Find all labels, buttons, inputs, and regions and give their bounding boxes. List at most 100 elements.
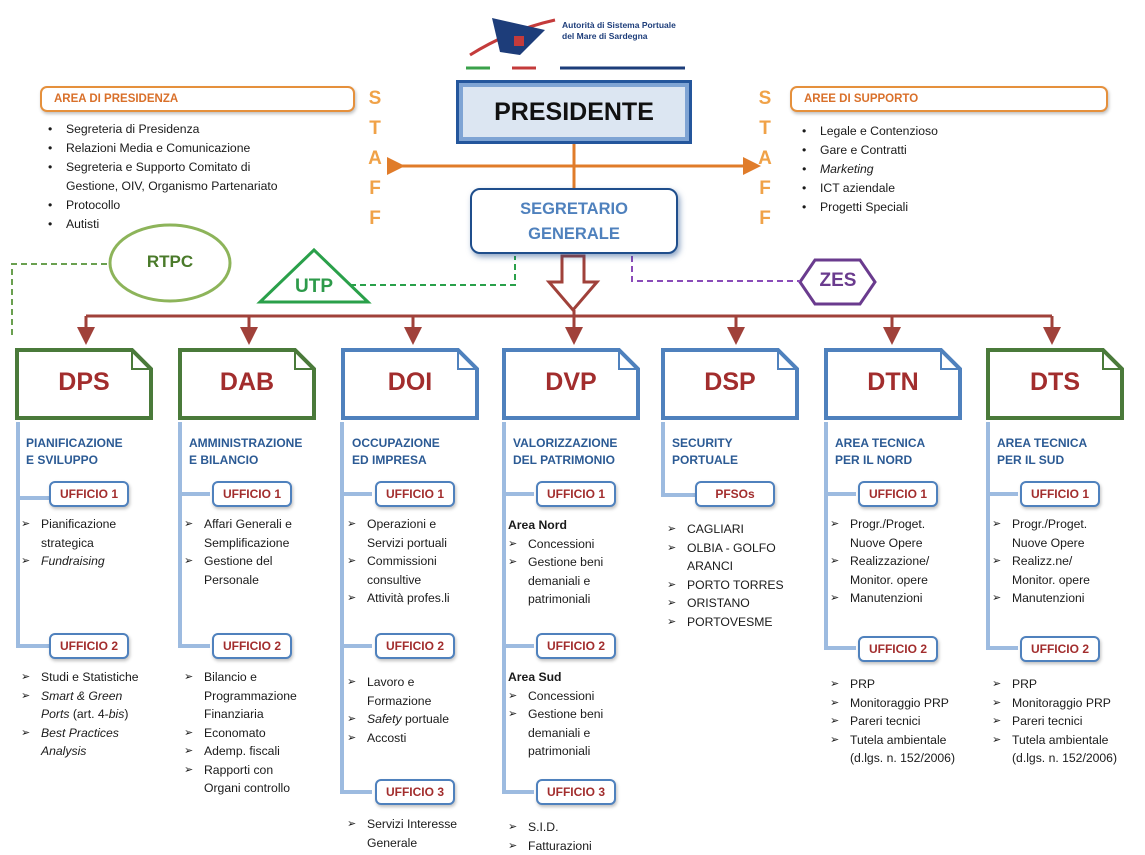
dept-code: DTS bbox=[1030, 368, 1080, 396]
presidente-box: PRESIDENTE bbox=[456, 80, 692, 144]
staff-letter: F bbox=[364, 174, 386, 204]
staff-letter: F bbox=[364, 204, 386, 234]
list-item: PORTO TORRES bbox=[667, 576, 817, 595]
list-item: Realizz.ne/ bbox=[992, 552, 1142, 571]
list-item: Monitoraggio PRP bbox=[830, 694, 980, 713]
dept-code: DTN bbox=[867, 368, 918, 396]
ufficio-box: UFFICIO 3 bbox=[375, 779, 455, 805]
list-item: Gestione beni bbox=[508, 553, 658, 572]
dept-subtitle-line: DEL PATRIMONIO bbox=[513, 452, 617, 469]
dept-code: DAB bbox=[220, 368, 274, 396]
list-item: Rapporti con bbox=[184, 761, 334, 780]
staff-letter: A bbox=[364, 144, 386, 174]
dept-box-dvp: DVP bbox=[501, 347, 641, 421]
list-item: Monitoraggio PRP bbox=[992, 694, 1142, 713]
ufficio-box: PFSOs bbox=[695, 481, 775, 507]
dept-subtitle-line: PORTUALE bbox=[672, 452, 738, 469]
list-item: Progr./Proget. bbox=[992, 515, 1142, 534]
list-item: Studi e Statistiche bbox=[21, 668, 171, 687]
dept-code: DOI bbox=[388, 368, 432, 396]
ufficio-items: Progr./Proget.Nuove OpereRealizzazione/M… bbox=[830, 515, 980, 608]
zes-label: ZES bbox=[808, 270, 868, 292]
list-item: Nuove Opere bbox=[992, 534, 1142, 553]
list-item: Generale bbox=[347, 834, 497, 853]
list-item: ORISTANO bbox=[667, 594, 817, 613]
ufficio-box: UFFICIO 1 bbox=[212, 481, 292, 507]
list-item: Gestione del bbox=[184, 552, 334, 571]
presidente-label: PRESIDENTE bbox=[494, 98, 654, 126]
list-item: Marketing bbox=[794, 160, 938, 179]
list-item: Segreteria di Presidenza bbox=[40, 120, 278, 139]
list-item: Realizzazione/ bbox=[830, 552, 980, 571]
ufficio-items: Progr./Proget.Nuove OpereRealizz.ne/Moni… bbox=[992, 515, 1142, 608]
list-item: Formazione bbox=[347, 692, 497, 711]
list-item: Economato bbox=[184, 724, 334, 743]
list-item: Bilancio e bbox=[184, 668, 334, 687]
dept-box-doi: DOI bbox=[340, 347, 480, 421]
list-item: Operazioni e bbox=[347, 515, 497, 534]
dept-subtitle-line: PIANIFICAZIONE bbox=[26, 435, 123, 452]
ufficio-box: UFFICIO 2 bbox=[49, 633, 129, 659]
list-item: Best Practices bbox=[21, 724, 171, 743]
list-item: Programmazione bbox=[184, 687, 334, 706]
ufficio-box: UFFICIO 2 bbox=[536, 633, 616, 659]
segretario-line-1: SEGRETARIO bbox=[472, 197, 676, 222]
dept-subtitle-line: AMMINISTRAZIONE bbox=[189, 435, 302, 452]
list-item: CAGLIARI bbox=[667, 520, 817, 539]
dept-subtitle-line: AREA TECNICA bbox=[835, 435, 925, 452]
dept-code: DSP bbox=[704, 368, 755, 396]
list-item: patrimoniali bbox=[508, 590, 658, 609]
list-item: Concessioni bbox=[508, 687, 658, 706]
segretario-line-2: GENERALE bbox=[472, 222, 676, 247]
logo-line-1: Autorità di Sistema Portuale bbox=[562, 20, 676, 31]
list-item: OLBIA - GOLFO bbox=[667, 539, 817, 558]
dept-code: DPS bbox=[58, 368, 109, 396]
ufficio-box: UFFICIO 2 bbox=[1020, 636, 1100, 662]
list-item: Gestione, OIV, Organismo Partenariato bbox=[40, 177, 278, 196]
list-item: S.I.D. bbox=[508, 818, 658, 837]
dept-subtitle-line: VALORIZZAZIONE bbox=[513, 435, 617, 452]
list-item: Autisti bbox=[40, 215, 278, 234]
dept-subtitle-line: AREA TECNICA bbox=[997, 435, 1087, 452]
list-item: Protocollo bbox=[40, 196, 278, 215]
list-item: Smart & Green bbox=[21, 687, 171, 706]
ufficio-box: UFFICIO 2 bbox=[858, 636, 938, 662]
ufficio-items: Lavoro eFormazioneSafety portualeAccosti bbox=[347, 673, 497, 747]
segretario-box: SEGRETARIO GENERALE bbox=[470, 188, 678, 254]
list-item: Pareri tecnici bbox=[992, 712, 1142, 731]
list-item: Personale bbox=[184, 571, 334, 590]
list-item: ARANCI bbox=[667, 557, 817, 576]
ufficio-box: UFFICIO 1 bbox=[858, 481, 938, 507]
aree-supporto-box: AREE DI SUPPORTO bbox=[790, 86, 1108, 112]
list-item: Servizi Interesse bbox=[347, 815, 497, 834]
dept-subtitle-line: PER IL NORD bbox=[835, 452, 925, 469]
staff-letter: F bbox=[754, 174, 776, 204]
list-item: Monitor. opere bbox=[992, 571, 1142, 590]
ufficio-items: PRPMonitoraggio PRPPareri tecniciTutela … bbox=[830, 675, 980, 768]
list-item: Segreteria e Supporto Comitato di bbox=[40, 158, 278, 177]
list-item: Ports (art. 4-bis) bbox=[21, 705, 171, 724]
ufficio-box: UFFICIO 1 bbox=[49, 481, 129, 507]
list-item: Semplificazione bbox=[184, 534, 334, 553]
list-item: Tutela ambientale bbox=[830, 731, 980, 750]
list-item: PORTOVESME bbox=[667, 613, 817, 632]
aree-supporto-title: AREE DI SUPPORTO bbox=[804, 93, 918, 105]
ufficio-items: CAGLIARIOLBIA - GOLFOARANCIPORTO TORRESO… bbox=[667, 520, 817, 631]
list-item: Pareri tecnici bbox=[830, 712, 980, 731]
dept-subtitle-line: SECURITY bbox=[672, 435, 738, 452]
staff-letter: S bbox=[364, 84, 386, 114]
list-item: Finanziaria bbox=[184, 705, 334, 724]
rtpc-label: RTPC bbox=[130, 252, 210, 272]
ufficio-items: Area SudConcessioniGestione benidemanial… bbox=[508, 668, 658, 761]
list-item: demaniali e bbox=[508, 572, 658, 591]
list-item: Pianificazione bbox=[21, 515, 171, 534]
logo-line-2: del Mare di Sardegna bbox=[562, 31, 676, 42]
list-item: Relazioni Media e Comunicazione bbox=[40, 139, 278, 158]
ufficio-items: PianificazionestrategicaFundraising bbox=[21, 515, 171, 571]
